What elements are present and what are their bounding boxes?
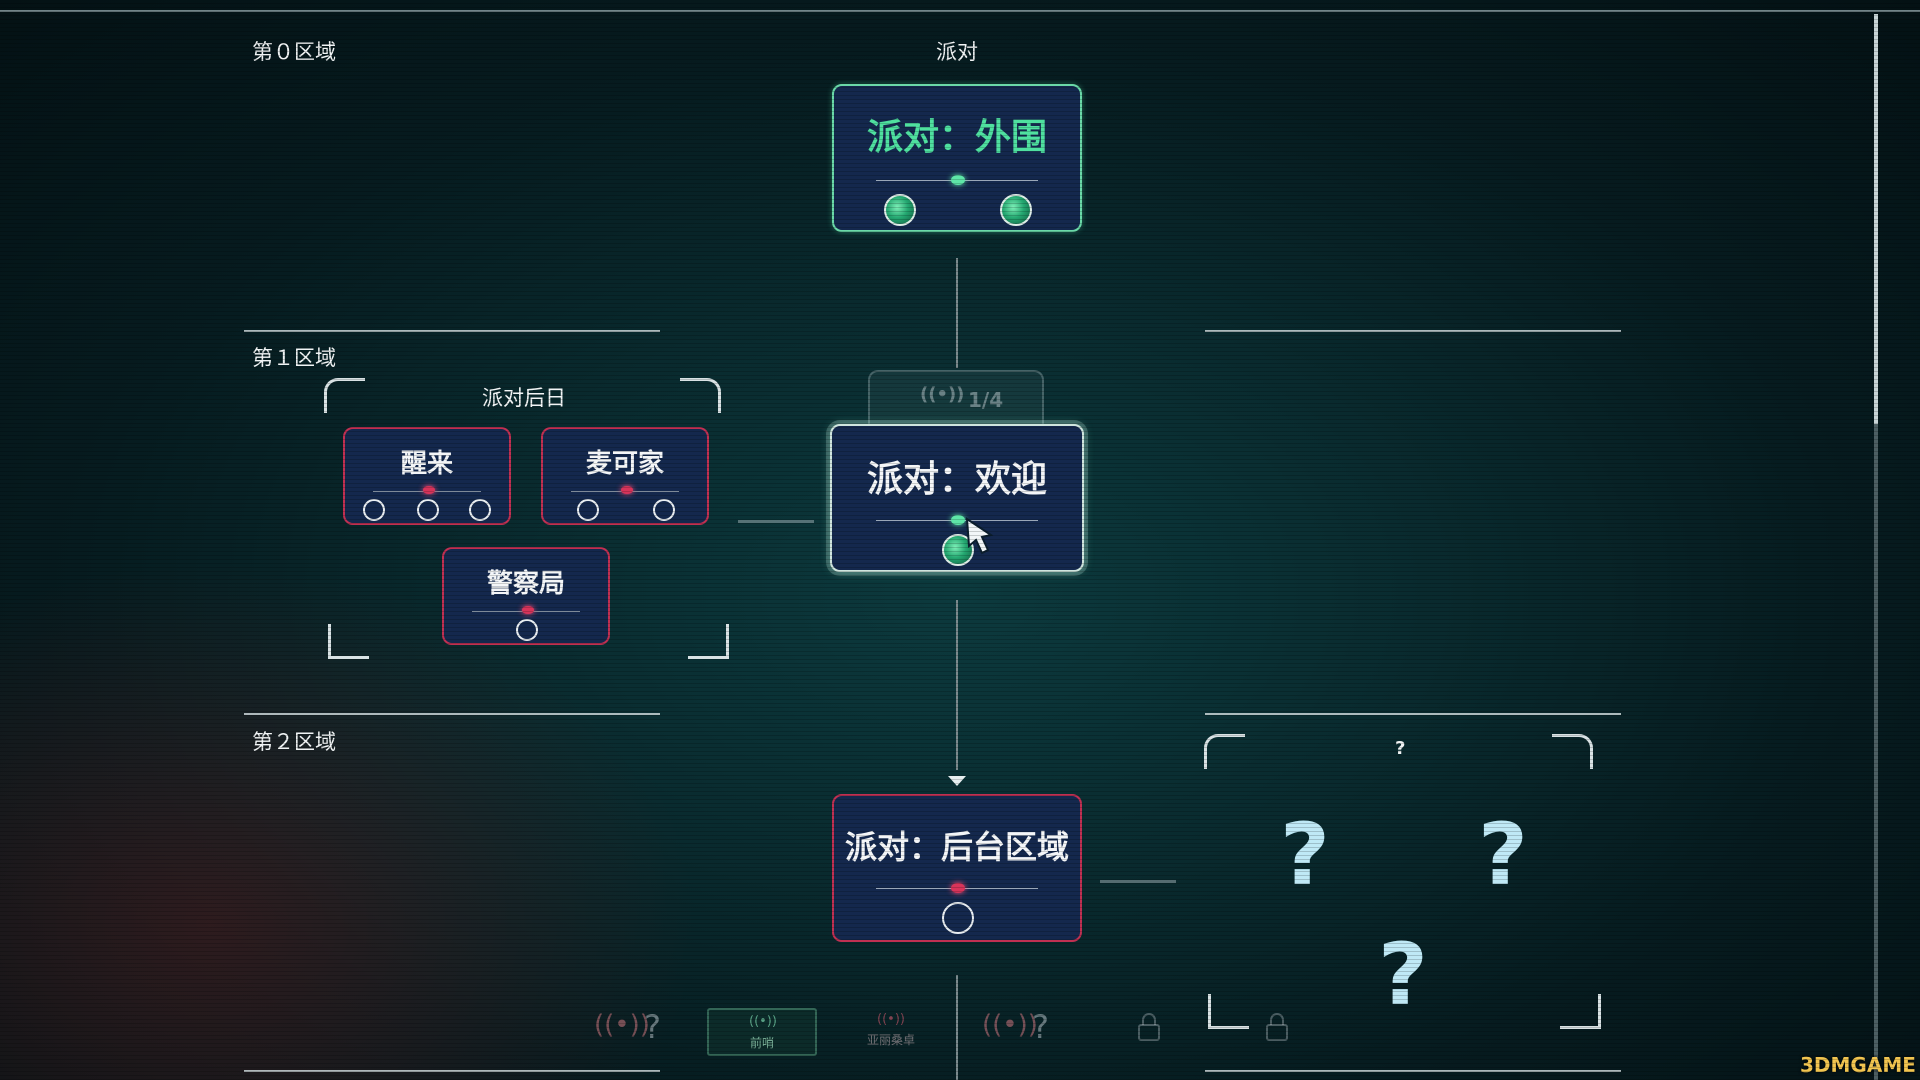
empty-slot-icon <box>417 499 439 521</box>
node-mike-house-title: 麦可家 <box>585 449 664 479</box>
group-bracket <box>688 624 729 659</box>
collectible-token-icon <box>884 194 916 226</box>
side-connector <box>738 520 814 523</box>
background-glow <box>0 560 700 1080</box>
node-wake-up-title: 醒来 <box>400 449 453 479</box>
hidden-progress-card: ((•)) 1/4 <box>868 370 1044 434</box>
node-party-backstage[interactable]: 派对：后台区域 <box>832 794 1082 942</box>
zone-divider-left-3 <box>244 1070 660 1072</box>
bottom-button-outpost-label: 前哨 <box>749 1036 774 1050</box>
side-connector-2 <box>1100 880 1176 883</box>
scrollbar-thumb[interactable] <box>1874 14 1878 424</box>
empty-slot-icon <box>653 499 675 521</box>
unknown-group-bracket <box>1204 734 1245 769</box>
group-bracket <box>324 378 365 413</box>
bottom-signal-icon: ((•)) <box>594 1010 650 1040</box>
unknown-group-bracket <box>1560 994 1601 1029</box>
signal-icon <box>423 486 435 494</box>
node-mike-house[interactable]: 麦可家 <box>541 427 709 525</box>
bottom-signal-icon: ((•)) <box>877 1012 905 1027</box>
unknown-node-mark: ? <box>1280 805 1330 905</box>
node-party-outer-title: 派对：外围 <box>866 117 1047 158</box>
collectible-token-icon <box>1000 194 1032 226</box>
path-line-3 <box>956 975 958 1080</box>
unknown-group-title: ? <box>1395 738 1406 759</box>
node-party-outer[interactable]: 派对：外围 <box>832 84 1082 232</box>
empty-slot-icon <box>363 499 385 521</box>
unknown-group-bracket <box>1208 994 1249 1029</box>
unknown-group-bracket <box>1552 734 1593 769</box>
hidden-progress-text: 1/4 <box>968 388 1004 412</box>
unknown-node-mark: ? <box>1378 925 1428 1025</box>
bottom-item-alessandra-label: 亚丽桑卓 <box>866 1033 915 1047</box>
cursor-icon <box>965 517 994 555</box>
signal-icon <box>951 175 965 185</box>
column-title: 派对 <box>936 40 978 64</box>
top-divider <box>0 10 1920 12</box>
node-police-station-title: 警察局 <box>486 569 565 599</box>
empty-slot-icon <box>516 619 538 641</box>
scrollbar[interactable] <box>1874 14 1878 1080</box>
bottom-unknown-mark-2: ? <box>1032 1008 1049 1046</box>
path-line-1 <box>956 258 958 368</box>
signal-icon <box>951 515 965 525</box>
node-wake-up[interactable]: 醒来 <box>343 427 511 525</box>
bottom-signal-icon: ((•)) <box>749 1014 777 1029</box>
group-bracket <box>680 378 721 413</box>
lock-icon <box>1138 1013 1160 1041</box>
bottom-button-outpost[interactable]: ((•)) 前哨 <box>707 1008 817 1056</box>
side-group-title: 派对后日 <box>482 386 566 410</box>
bottom-signal-icon: ((•)) <box>982 1010 1038 1040</box>
signal-icon <box>522 606 534 614</box>
node-party-welcome[interactable]: 派对：欢迎 <box>830 424 1084 572</box>
node-police-station[interactable]: 警察局 <box>442 547 610 645</box>
node-party-backstage-title: 派对：后台区域 <box>844 828 1069 866</box>
watermark-logo: 3DMGAME <box>1800 1053 1916 1077</box>
unknown-node-mark: ? <box>1478 805 1528 905</box>
zone-divider-right-2 <box>1205 713 1621 715</box>
empty-slot-icon <box>469 499 491 521</box>
lock-icon <box>1266 1013 1288 1041</box>
zone-0-label: 第０区域 <box>252 40 336 64</box>
empty-slot-icon <box>577 499 599 521</box>
zone-2-label: 第２区域 <box>252 730 336 754</box>
zone-1-label: 第１区域 <box>252 346 336 370</box>
signal-icon <box>621 486 633 494</box>
empty-slot-icon <box>942 902 974 934</box>
bottom-item-alessandra[interactable]: ((•)) 亚丽桑卓 <box>858 1012 924 1048</box>
path-line-2 <box>956 600 958 770</box>
node-party-welcome-title: 派对：欢迎 <box>866 459 1047 500</box>
arrow-down-icon <box>948 776 966 786</box>
signal-icon <box>951 883 965 893</box>
zone-divider-left-2 <box>244 713 660 715</box>
zone-divider-right-1 <box>1205 330 1621 332</box>
bottom-unknown-mark-1: ? <box>644 1008 661 1046</box>
zone-divider-right-3 <box>1205 1070 1621 1072</box>
group-bracket <box>328 624 369 659</box>
zone-divider-left-1 <box>244 330 660 332</box>
